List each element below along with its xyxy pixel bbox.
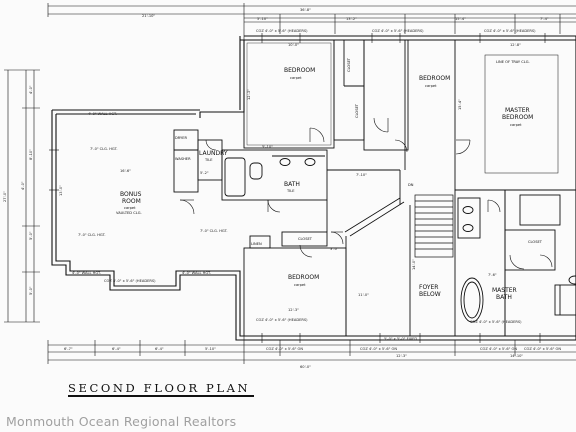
dim-top-overall: 36'-8" bbox=[300, 8, 311, 12]
clg-height-note-1: 7'-0" CLG. HGT. bbox=[90, 147, 118, 151]
dimension-lines bbox=[4, 3, 576, 364]
closet-top2-label: CLOSET bbox=[355, 103, 359, 118]
door-swings bbox=[179, 117, 553, 270]
header-note-5: COZ 4'-0" x 5'-6" (HEADERS) bbox=[470, 320, 522, 324]
linen-label: LINEN bbox=[251, 242, 262, 246]
bonus-room-finish: carpet bbox=[124, 206, 136, 210]
bedroom-top-right-label: BEDROOM bbox=[419, 75, 450, 82]
dim-left-seg-1: 4'-0" bbox=[29, 85, 33, 94]
header-note-9: COZ 4'-0" x 5'-6" ON bbox=[524, 347, 561, 351]
dim-bonus-depth: 13'-0" bbox=[59, 185, 63, 196]
dimension-labels: 36'-8" 21'-10" 5'-10" 13'-2" 15'-4" 7'-4… bbox=[3, 8, 549, 369]
dim-bottom-seg-2: 6'-4" bbox=[112, 347, 121, 351]
plan-title-underline bbox=[68, 395, 254, 397]
dim-top-seg-1: 5'-10" bbox=[257, 17, 268, 21]
master-bedroom-line1: MASTER bbox=[505, 107, 530, 114]
header-note-7: COZ 4'-0" x 5'-6" ON bbox=[480, 347, 517, 351]
window-marks bbox=[49, 33, 546, 343]
header-note-4: COZ 4'-0" x 5'-6" (HEADERS) bbox=[256, 318, 308, 322]
dim-bath-width: 5'-10" bbox=[262, 145, 273, 149]
foyer-line1: FOYER bbox=[419, 284, 438, 291]
bedroom-top-finish: carpet bbox=[290, 76, 302, 80]
header-note-8: COZ 4'-0" x 5'-6" ON bbox=[266, 347, 303, 351]
clg-height-note-3: 7'-0" CLG. HGT. bbox=[200, 229, 228, 233]
laundry-finish: TILE bbox=[204, 158, 213, 162]
wall-height-note-2: 4'-0" WALL HGT. bbox=[72, 271, 101, 275]
dim-bottom-seg-6: 14'-10" bbox=[510, 354, 523, 358]
closet-top-label: CLOSET bbox=[347, 57, 351, 72]
dim-top-seg-4: 7'-4" bbox=[540, 17, 549, 21]
dim-left-seg-5: 4'-0" bbox=[21, 181, 25, 190]
dim-master-depth: 15'-4" bbox=[458, 99, 462, 110]
dim-left-seg-3: 5'-0" bbox=[29, 231, 33, 240]
master-bedroom-line2: BEDROOM bbox=[502, 114, 533, 121]
dim-hall-2: 11'-0" bbox=[358, 293, 369, 297]
wall-height-note-3: 4'-0" WALL HGT. bbox=[182, 271, 211, 275]
dryer-label: DRYER bbox=[175, 136, 187, 140]
washer-label: WASHER bbox=[175, 157, 191, 161]
dim-foyer-depth: 14'-0" bbox=[412, 259, 416, 270]
room-labels: BEDROOM carpet BEDROOM carpet LINE OF TR… bbox=[116, 57, 543, 301]
dim-master-bath-width: 7'-6" bbox=[488, 273, 497, 277]
master-bath-line1: MASTER bbox=[492, 287, 517, 294]
bedroom-top-label: BEDROOM bbox=[284, 67, 315, 74]
header-note-1: COZ 4'-0" x 5'-6" (HEADERS) bbox=[256, 29, 308, 33]
header-note-3: COZ 4'-0" x 5'-6" (HEADERS) bbox=[484, 29, 536, 33]
master-bedroom-finish: carpet bbox=[510, 123, 522, 127]
watermark-text: Monmouth Ocean Regional Realtors bbox=[6, 414, 237, 429]
dim-bedroom-top-depth: 12'-3" bbox=[247, 89, 251, 100]
plan-notes: 4'-0" WALL HGT. 4'-0" WALL HGT. 4'-0" WA… bbox=[72, 29, 561, 351]
dim-bottom-overall: 60'-0" bbox=[300, 365, 311, 369]
dim-laundry-width: 5'-2" bbox=[200, 171, 209, 175]
dim-left-seg-2: 8'-10" bbox=[29, 149, 33, 160]
plan-title: SECOND FLOOR PLAN bbox=[68, 381, 251, 395]
dim-closet-depth: 3'-0" bbox=[330, 247, 339, 251]
dim-bedroom-top-width: 10'-0" bbox=[288, 43, 299, 47]
dim-bonus-width: 16'-6" bbox=[120, 169, 131, 173]
master-tray-note: LINE OF TRAY CLG. bbox=[496, 60, 530, 64]
fixed-window-note: 5'-0" x 5'-0" FIXED bbox=[384, 337, 417, 341]
dim-bedroom-bottom-width: 12'-3" bbox=[288, 308, 299, 312]
bedroom-top-right-finish: carpet bbox=[425, 84, 437, 88]
dim-bottom-seg-1: 6'-7" bbox=[64, 347, 73, 351]
bonus-room-ceiling: VAULTED CLG. bbox=[116, 211, 142, 215]
closet-mid-label: CLOSET bbox=[298, 237, 313, 241]
dim-left-overall: 27'-0" bbox=[3, 191, 7, 202]
header-note-6: COZ 4'-0" x 5'-6" (HEADERS) bbox=[104, 279, 156, 283]
bedroom-bottom-finish: carpet bbox=[294, 283, 306, 287]
header-note-2: COZ 4'-0" x 5'-6" (HEADERS) bbox=[372, 29, 424, 33]
bath-label: BATH bbox=[284, 181, 300, 188]
header-note-10: COZ 4'-0" x 5'-6" ON bbox=[360, 347, 397, 351]
dim-hall-1: 7'-10" bbox=[356, 173, 367, 177]
wall-height-note-1: 4'-0" WALL HGT. bbox=[88, 112, 117, 116]
clg-height-note-2: 7'-0" CLG. HGT. bbox=[78, 233, 106, 237]
laundry-label: LAUNDRY bbox=[199, 150, 228, 157]
master-bath-line2: BATH bbox=[496, 294, 512, 301]
dim-top-seg-3: 15'-4" bbox=[455, 17, 466, 21]
dim-bottom-seg-4: 5'-10" bbox=[205, 347, 216, 351]
dim-top-left: 21'-10" bbox=[142, 14, 155, 18]
stair-dn-label: DN bbox=[408, 183, 414, 187]
dim-bottom-seg-5: 12'-3" bbox=[396, 354, 407, 358]
interior-walls bbox=[173, 39, 576, 337]
foyer-line2: BELOW bbox=[419, 291, 441, 298]
bedroom-bottom-label: BEDROOM bbox=[288, 274, 319, 281]
bonus-room-line2: ROOM bbox=[122, 198, 141, 205]
closet-right-label: CLOSET bbox=[528, 240, 543, 244]
dim-top-seg-2: 13'-2" bbox=[346, 17, 357, 21]
dim-bottom-seg-3: 6'-4" bbox=[155, 347, 164, 351]
dim-left-seg-4: 5'-0" bbox=[29, 286, 33, 295]
bonus-room-line1: BONUS bbox=[120, 191, 142, 198]
dim-master-width: 12'-8" bbox=[510, 43, 521, 47]
bath-finish: TILE bbox=[286, 189, 295, 193]
